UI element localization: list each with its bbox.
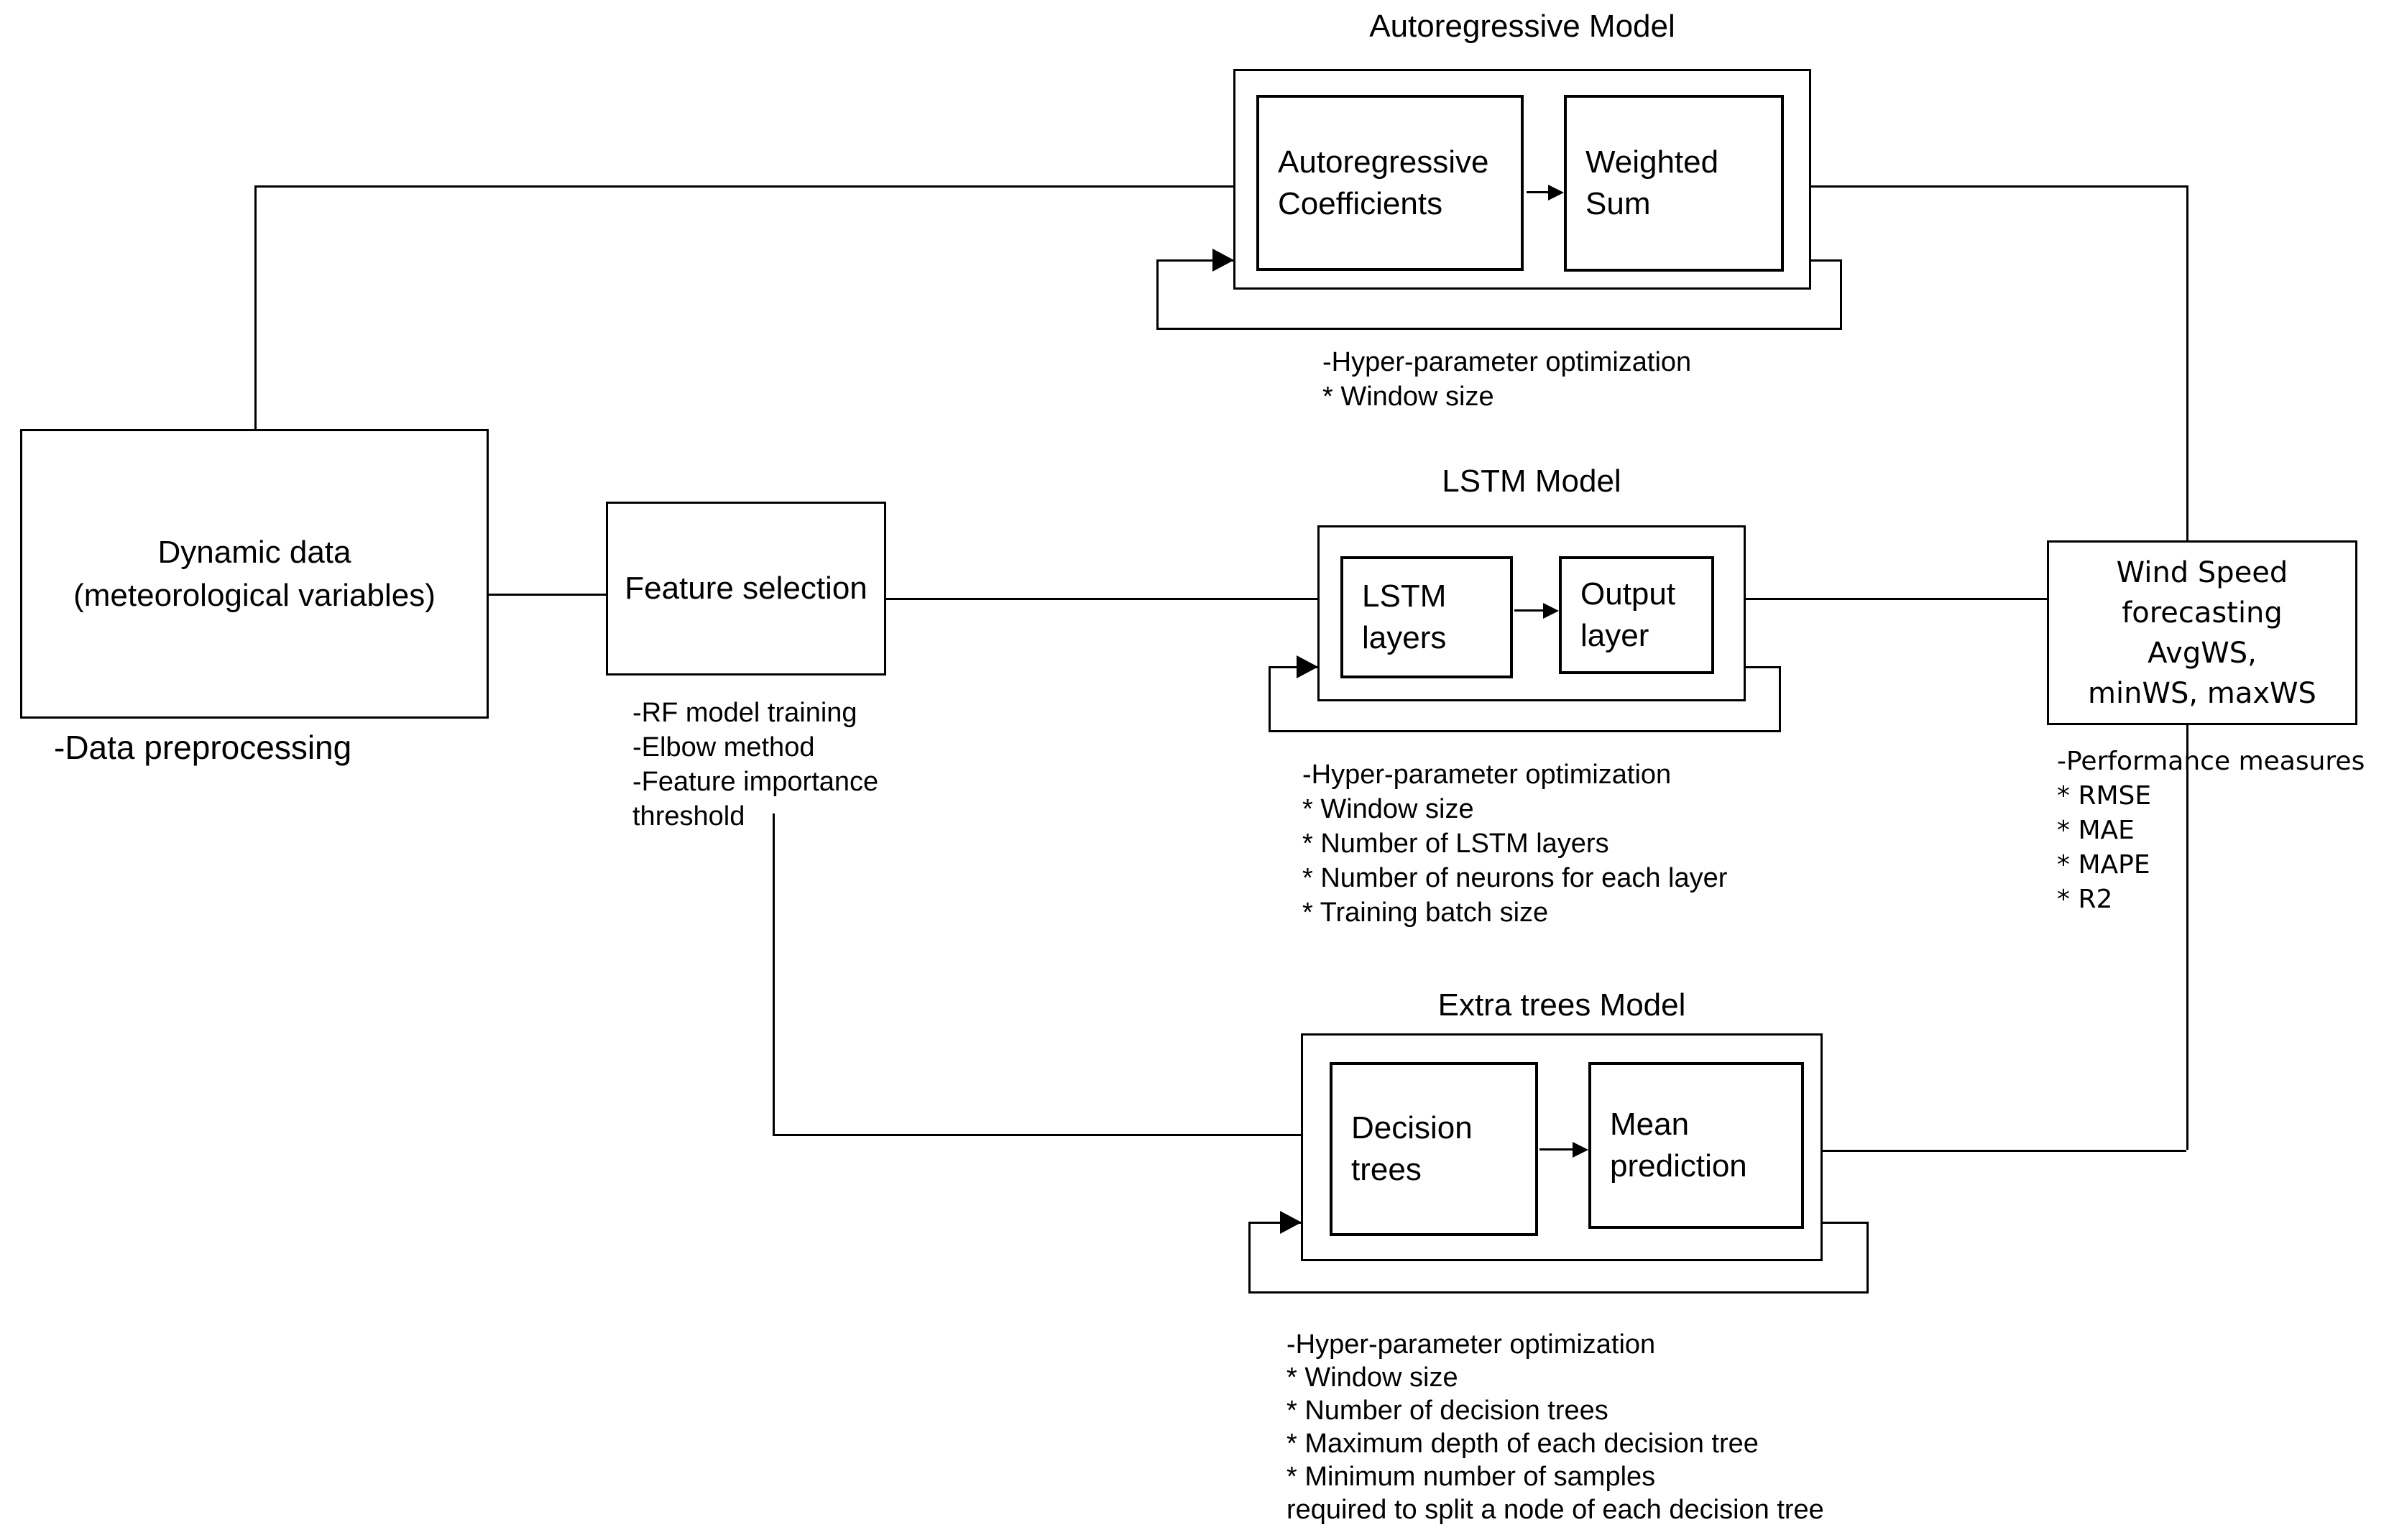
autoregressive-coefficients-label-line2: Coefficients bbox=[1278, 185, 1443, 221]
performance-caption-line: * MAE bbox=[2057, 816, 2135, 845]
wind-speed-label-line3: AvgWS, bbox=[2148, 636, 2257, 670]
lstm-layers-label-line2: layers bbox=[1362, 620, 1447, 655]
autoregressive-caption-line: -Hyper-parameter optimization bbox=[1322, 347, 1692, 377]
feature-selection-box: Feature selection bbox=[606, 502, 886, 676]
lstm-layers-box: LSTM layers bbox=[1340, 556, 1513, 678]
autoregressive-stage-arrowhead-icon bbox=[1548, 185, 1564, 200]
feature-selection-caption-line: -RF model training bbox=[632, 698, 857, 728]
lstm-model-title: LSTM Model bbox=[1442, 464, 1621, 499]
autoregressive-coefficients-label-line1: Autoregressive bbox=[1278, 144, 1489, 180]
dynamic-data-box: Dynamic data (meteorological variables) bbox=[20, 429, 489, 719]
mean-prediction-label-line1: Mean bbox=[1610, 1107, 1690, 1142]
decision-trees-box: Decision trees bbox=[1330, 1062, 1538, 1236]
data-preprocessing-caption: -Data preprocessing bbox=[54, 729, 352, 766]
connector-dynamic-to-feature bbox=[489, 594, 606, 596]
output-layer-label-line2: layer bbox=[1580, 618, 1649, 653]
extra-trees-caption-line: required to split a node of each decisio… bbox=[1286, 1495, 1824, 1525]
extra-trees-caption-line: * Window size bbox=[1286, 1363, 1458, 1393]
wind-speed-label-line4: minWS, maxWS bbox=[2088, 676, 2316, 710]
connector-feature-to-extratrees-horizontal bbox=[773, 1134, 1301, 1136]
autoregressive-caption: -Hyper-parameter optimization * Window s… bbox=[1322, 345, 1691, 414]
decision-trees-label-line2: trees bbox=[1351, 1152, 1422, 1187]
connector-extratrees-to-windspeed-horizontal bbox=[1823, 1150, 2186, 1152]
mean-prediction-label-line2: prediction bbox=[1610, 1148, 1747, 1184]
lstm-caption-line: * Number of LSTM layers bbox=[1302, 829, 1609, 859]
feature-selection-caption-line: -Elbow method bbox=[632, 732, 815, 762]
connector-feature-to-extratrees-vertical bbox=[773, 813, 775, 1134]
extra-trees-caption-line: * Number of decision trees bbox=[1286, 1396, 1608, 1426]
connector-top-to-autoregressive bbox=[254, 185, 1233, 188]
performance-caption-line: * RMSE bbox=[2057, 781, 2152, 811]
performance-measures-caption: -Performance measures * RMSE * MAE * MAP… bbox=[2057, 744, 2365, 917]
weighted-sum-box: Weighted Sum bbox=[1564, 95, 1784, 272]
connector-dynamic-to-top-riser bbox=[254, 185, 257, 429]
feature-selection-caption-line: -Feature importance bbox=[632, 767, 879, 797]
weighted-sum-label-line2: Sum bbox=[1585, 186, 1651, 221]
connector-feature-to-lstm bbox=[886, 598, 1317, 600]
extra-trees-caption-line: * Minimum number of samples bbox=[1286, 1462, 1656, 1492]
performance-caption-line: * R2 bbox=[2057, 885, 2113, 914]
extra-trees-caption: -Hyper-parameter optimization * Window s… bbox=[1286, 1328, 1824, 1526]
feature-selection-caption: -RF model training -Elbow method -Featur… bbox=[632, 696, 878, 834]
autoregressive-model-title: Autoregressive Model bbox=[1369, 9, 1675, 44]
wind-speed-forecasting-box: Wind Speed forecasting AvgWS, minWS, max… bbox=[2047, 540, 2357, 725]
dynamic-data-label-line1: Dynamic data bbox=[157, 534, 351, 570]
output-layer-box: Output layer bbox=[1559, 556, 1714, 674]
extra-trees-caption-line: -Hyper-parameter optimization bbox=[1286, 1329, 1656, 1360]
autoregressive-feedback-arrowhead-icon bbox=[1212, 249, 1234, 272]
performance-caption-line: * MAPE bbox=[2057, 850, 2150, 880]
connector-autoregressive-to-windspeed-horizontal bbox=[1811, 185, 2188, 188]
lstm-caption-line: * Training batch size bbox=[1302, 898, 1549, 928]
output-layer-label-line1: Output bbox=[1580, 576, 1676, 612]
connector-lstm-to-windspeed bbox=[1746, 598, 2047, 600]
connector-extratrees-to-windspeed-vertical bbox=[2186, 725, 2188, 1150]
lstm-caption-line: * Window size bbox=[1302, 794, 1474, 824]
decision-trees-label-line1: Decision bbox=[1351, 1110, 1473, 1145]
mean-prediction-box: Mean prediction bbox=[1588, 1062, 1804, 1229]
lstm-stage-arrowhead-icon bbox=[1543, 603, 1559, 619]
wind-speed-label-line2: forecasting bbox=[2122, 596, 2283, 630]
extra-trees-caption-line: * Maximum depth of each decision tree bbox=[1286, 1429, 1759, 1459]
lstm-stage-arrow-line bbox=[1514, 609, 1545, 612]
extra-trees-feedback-arrowhead-icon bbox=[1280, 1211, 1302, 1234]
feature-selection-caption-line: threshold bbox=[632, 801, 745, 831]
lstm-layers-label-line1: LSTM bbox=[1362, 578, 1447, 614]
lstm-feedback-arrowhead-icon bbox=[1297, 655, 1318, 678]
lstm-caption: -Hyper-parameter optimization * Window s… bbox=[1302, 757, 1727, 930]
extra-trees-stage-arrow-line bbox=[1539, 1148, 1574, 1151]
autoregressive-coefficients-box: Autoregressive Coefficients bbox=[1256, 95, 1524, 271]
autoregressive-stage-arrow-line bbox=[1527, 191, 1551, 193]
extra-trees-model-title: Extra trees Model bbox=[1437, 987, 1686, 1023]
lstm-caption-line: -Hyper-parameter optimization bbox=[1302, 760, 1672, 790]
feature-selection-label: Feature selection bbox=[625, 571, 867, 606]
performance-caption-line: -Performance measures bbox=[2057, 747, 2365, 776]
weighted-sum-label-line1: Weighted bbox=[1585, 144, 1719, 180]
dynamic-data-label-line2: (meteorological variables) bbox=[73, 577, 436, 613]
autoregressive-caption-line: * Window size bbox=[1322, 382, 1494, 412]
lstm-caption-line: * Number of neurons for each layer bbox=[1302, 863, 1728, 893]
wind-speed-label-line1: Wind Speed bbox=[2116, 555, 2288, 589]
connector-autoregressive-to-windspeed-vertical bbox=[2186, 185, 2188, 540]
extra-trees-stage-arrowhead-icon bbox=[1573, 1142, 1588, 1158]
